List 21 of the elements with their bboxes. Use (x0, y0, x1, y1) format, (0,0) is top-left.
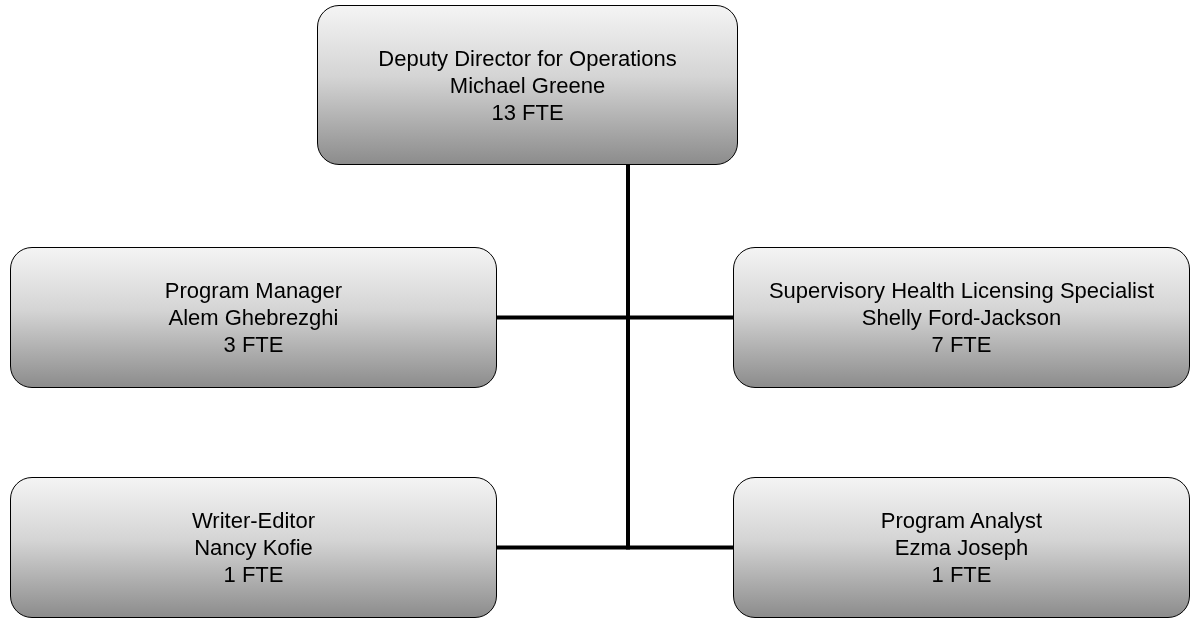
position-text: Writer-Editor (191, 507, 316, 534)
position-text: Shelly Ford-Jackson (861, 304, 1062, 331)
position-text: Nancy Kofie (194, 534, 313, 561)
position-text: 3 FTE (223, 331, 284, 358)
position-text: 1 FTE (931, 561, 992, 588)
position-box (733, 477, 1190, 618)
position-box (317, 5, 738, 165)
position-text: Michael Greene (449, 71, 606, 99)
position-box (10, 247, 497, 388)
position-text: Supervisory Health Licensing Specialist (768, 277, 1155, 304)
position-text: Program Analyst (880, 507, 1043, 534)
connector-line (626, 165, 733, 550)
position-text: Ezma Joseph (894, 534, 1029, 561)
position-text: Program Manager (164, 277, 343, 304)
position-box (733, 247, 1190, 388)
position-text: 7 FTE (931, 331, 992, 358)
position-box (10, 477, 497, 618)
position-text: Deputy Director for Operations (378, 44, 677, 72)
position-text: 1 FTE (223, 561, 284, 588)
position-text: 13 FTE (491, 98, 564, 126)
position-text: Alem Ghebrezghi (168, 304, 339, 331)
